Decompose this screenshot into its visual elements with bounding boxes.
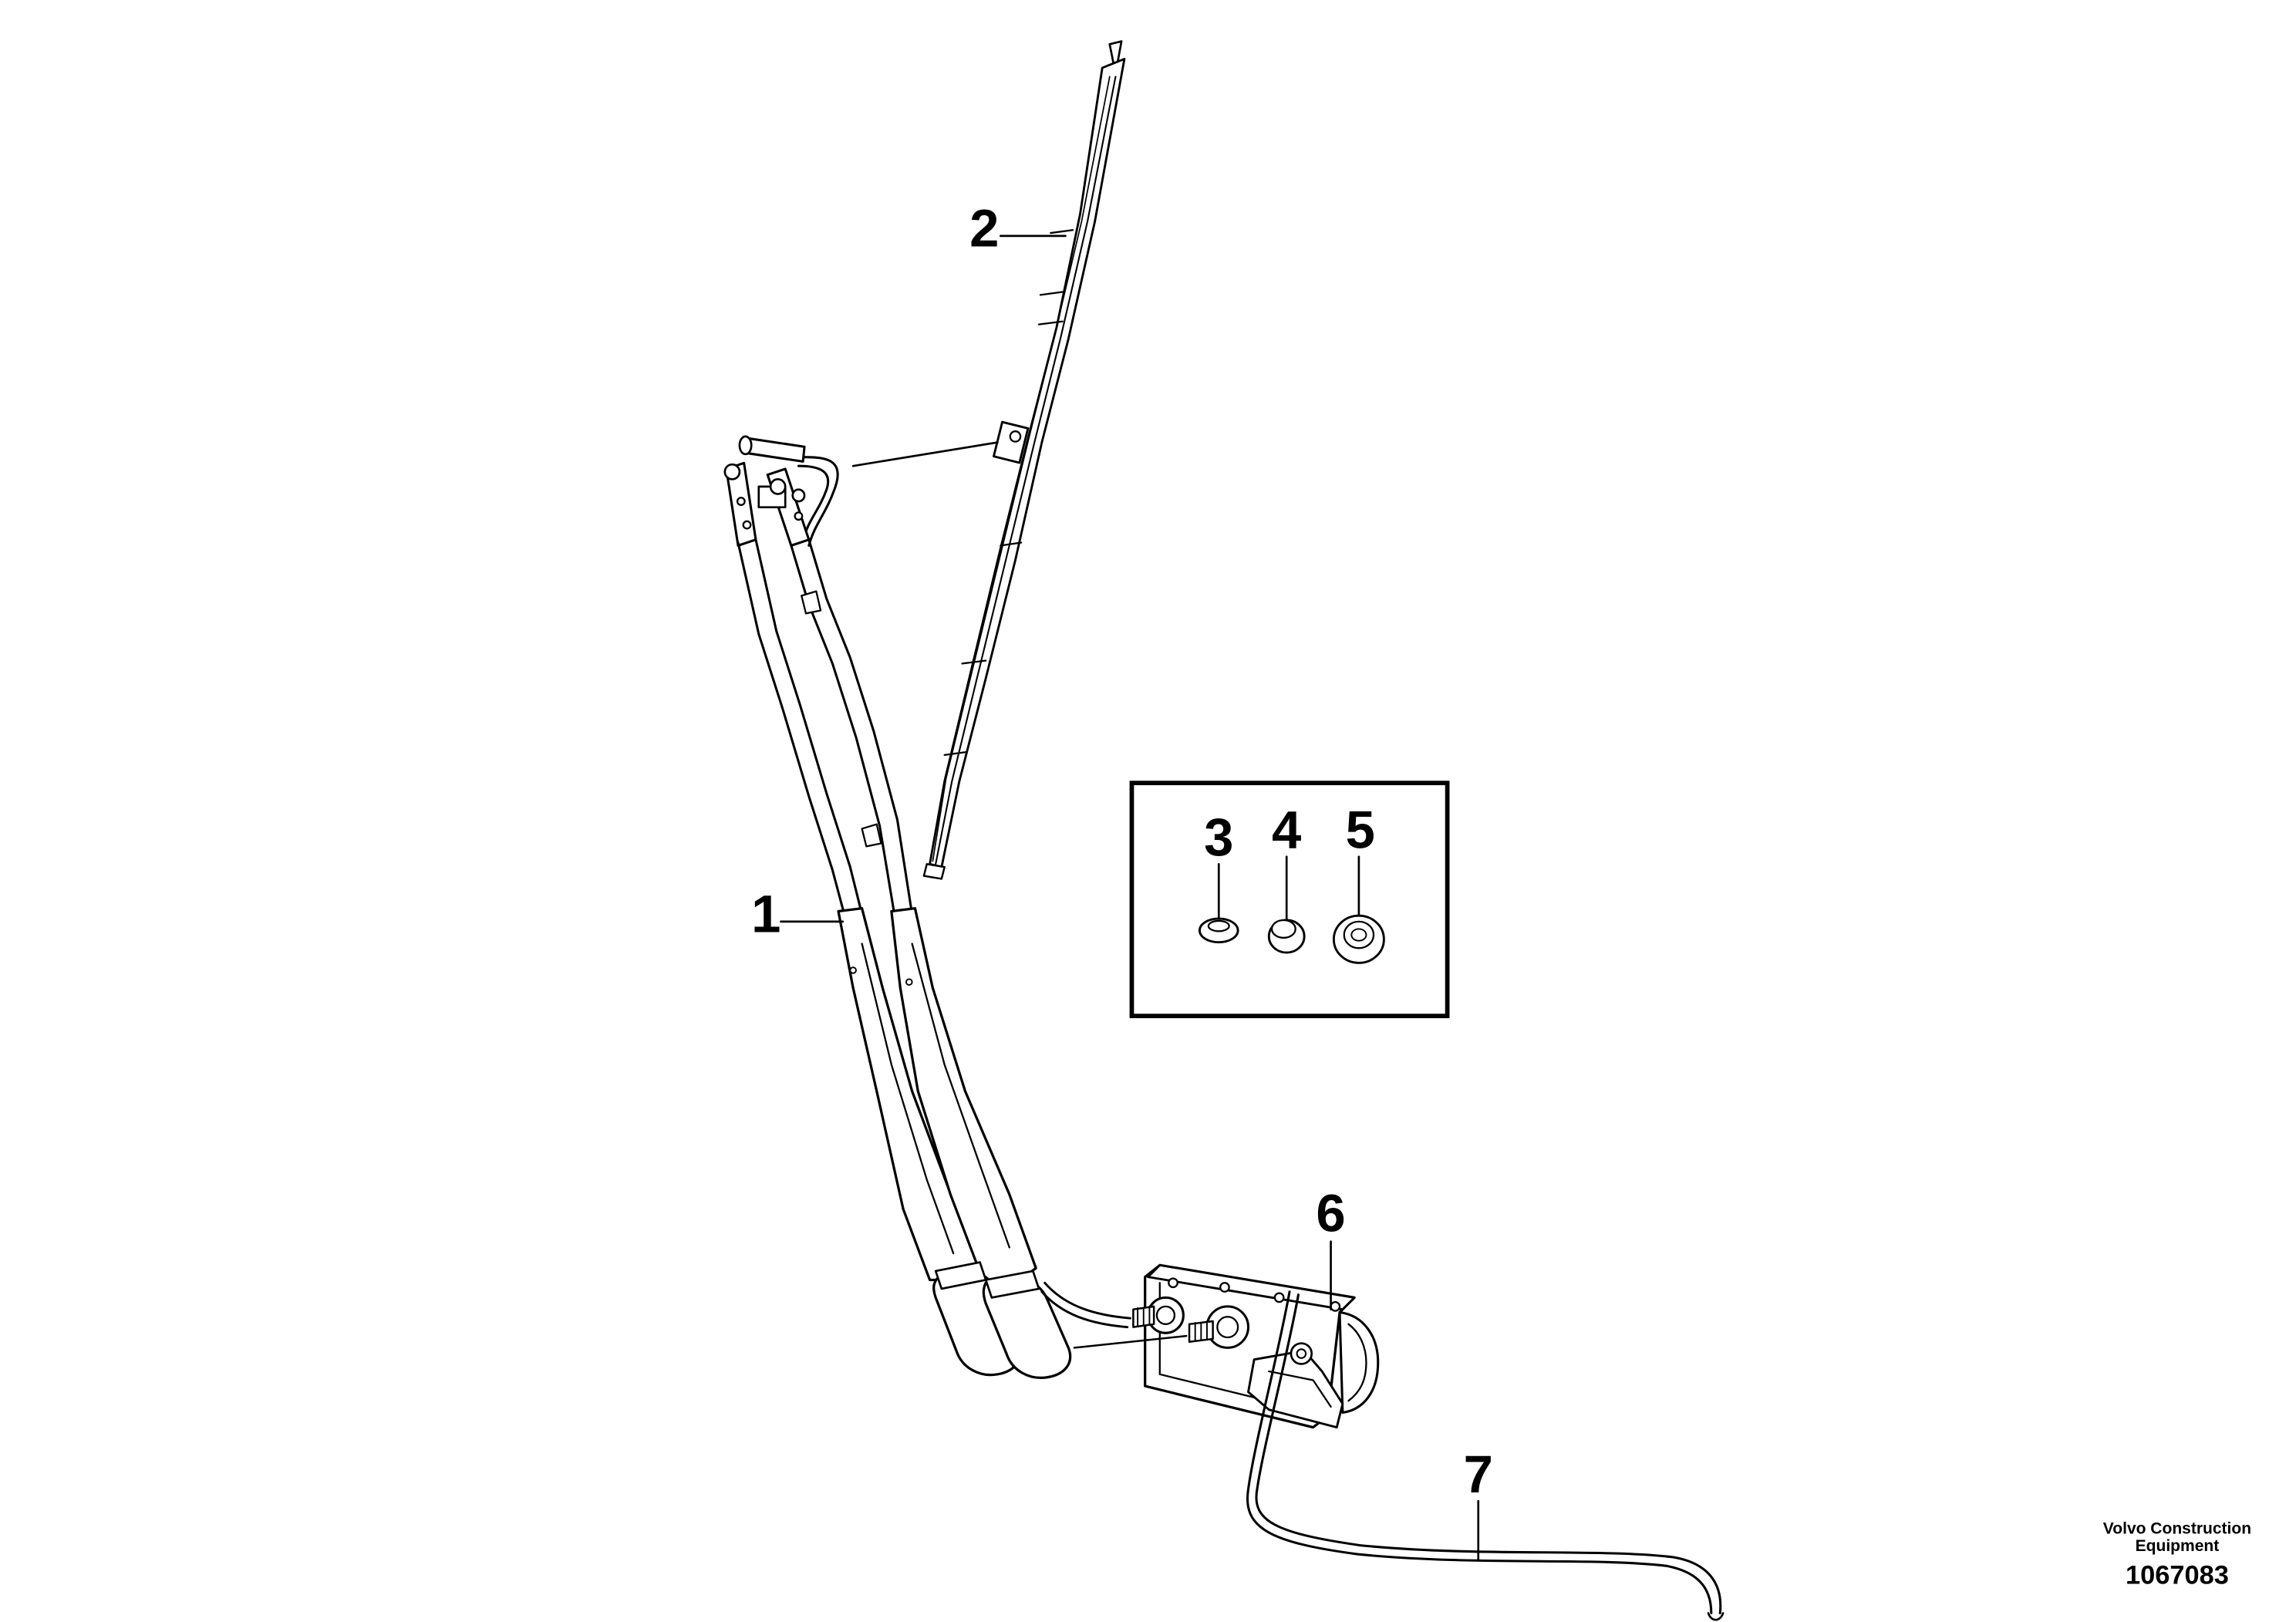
callout-1: 1 xyxy=(751,884,781,943)
part-number: 1067083 xyxy=(2126,1560,2229,1590)
callout-7: 7 xyxy=(1464,1445,1493,1504)
detail-inset xyxy=(1129,781,1450,1019)
callout-6: 6 xyxy=(1316,1183,1345,1243)
leader-lines xyxy=(780,234,1480,1562)
callout-labels: 1 2 3 4 5 6 7 xyxy=(751,198,1493,1503)
wiper-motor xyxy=(1073,1263,1380,1429)
brand-line-1: Volvo Construction xyxy=(2103,1519,2251,1537)
grommet-small xyxy=(1198,917,1239,944)
callout-5: 5 xyxy=(1346,800,1375,859)
wiper-blade xyxy=(922,40,1126,880)
brand-line-2: Equipment xyxy=(2136,1537,2220,1555)
cable-hose xyxy=(1246,1290,1725,1621)
callout-2: 2 xyxy=(969,198,999,258)
callout-4: 4 xyxy=(1272,800,1301,859)
grommet-large xyxy=(1332,914,1385,964)
wiper-arm-assembly xyxy=(723,435,1131,1379)
callout-3: 3 xyxy=(1204,808,1233,867)
plug-cap xyxy=(1267,919,1306,954)
footer-branding: Volvo Construction Equipment 1067083 xyxy=(2103,1519,2251,1590)
